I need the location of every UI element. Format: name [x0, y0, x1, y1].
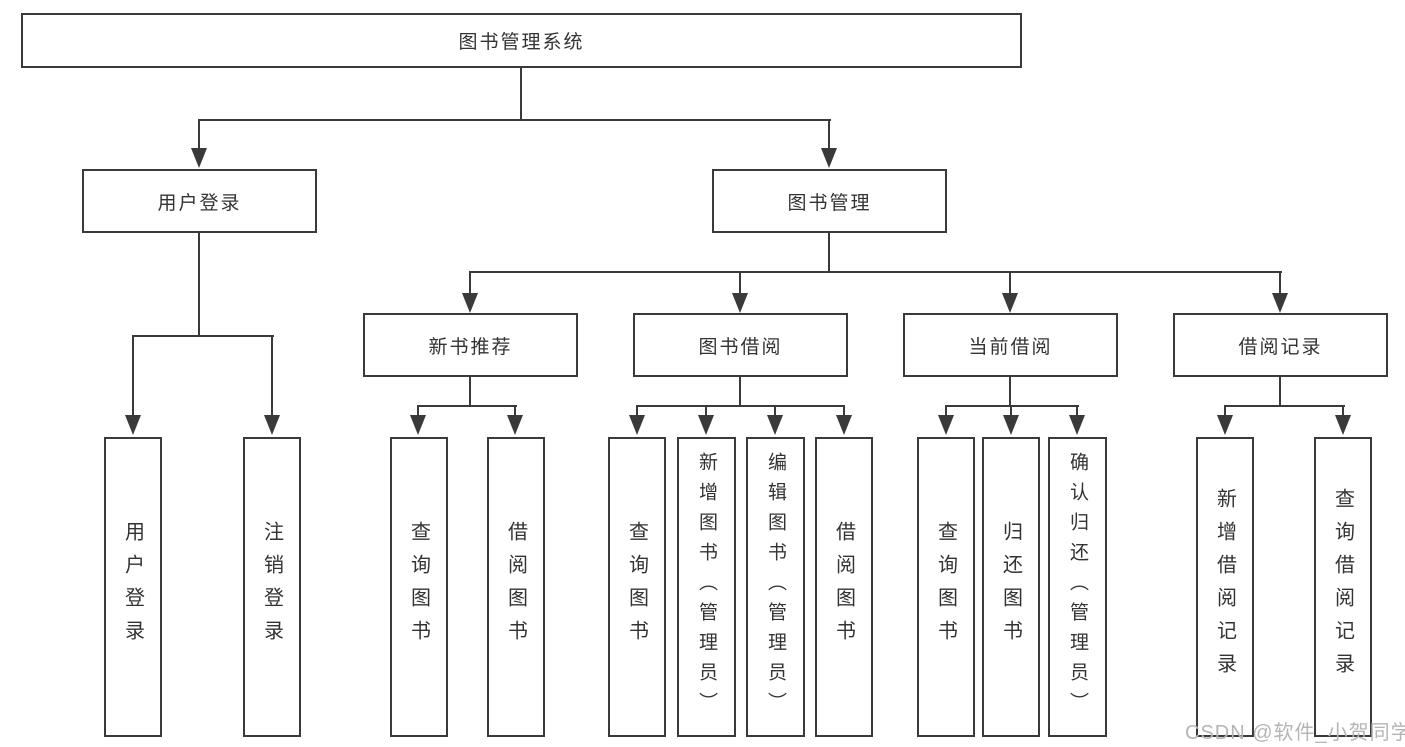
- node-new-book-recommend: 新书推荐: [363, 313, 578, 377]
- leaf-borrow-query-books: 查询图书: [608, 437, 666, 737]
- arrowhead-to-borrow-add: [698, 406, 714, 435]
- arrowhead-to-records-query: [1335, 406, 1351, 435]
- arrowhead-to-user-login: [191, 120, 207, 168]
- arrowhead-to-newbook-borrow: [507, 406, 523, 435]
- arrowhead-to-borrowing-records: [1272, 272, 1288, 313]
- leaf-current-return-books: 归还图书: [982, 437, 1040, 737]
- connector-mgmt-splitter: [469, 271, 1282, 273]
- leaf-current-confirm-return-admin: 确认归还（管理员）: [1048, 437, 1107, 737]
- connector-mgmt-stub: [828, 233, 830, 272]
- node-borrowing-records: 借阅记录: [1173, 313, 1388, 377]
- connector-root-stub: [520, 68, 522, 120]
- leaf-borrow-borrow-books: 借阅图书: [815, 437, 873, 737]
- node-new-book-recommend-label: 新书推荐: [428, 336, 513, 358]
- node-user-login-label: 用户登录: [157, 192, 242, 214]
- connector-root-splitter: [198, 119, 831, 121]
- arrowhead-to-book-borrowing: [732, 272, 748, 313]
- leaf-borrow-add-books-admin: 新增图书（管理员）: [677, 437, 736, 737]
- leaf-user-login-label: 用户登录: [121, 521, 144, 653]
- node-root-label: 图书管理系统: [458, 32, 585, 53]
- connector-records-splitter: [1224, 405, 1345, 407]
- leaf-newbook-borrow-books: 借阅图书: [487, 437, 545, 737]
- node-book-management: 图书管理: [712, 169, 947, 233]
- connector-login-stub: [198, 233, 200, 336]
- node-current-borrowing-label: 当前借阅: [968, 336, 1053, 358]
- connector-current-stub: [1009, 377, 1011, 406]
- arrowhead-to-current-borrowing: [1002, 272, 1018, 313]
- connector-current-splitter: [945, 405, 1079, 407]
- leaf-borrow-add-books-admin-label: 新增图书（管理员）: [696, 452, 717, 722]
- leaf-current-query-books: 查询图书: [917, 437, 975, 737]
- connector-login-splitter: [132, 335, 274, 337]
- watermark: CSDN @软件_小贺同学: [1185, 722, 1405, 744]
- connector-newbook-splitter: [417, 405, 517, 407]
- leaf-records-add-record-label: 新增借阅记录: [1213, 488, 1236, 686]
- node-root: 图书管理系统: [21, 13, 1022, 68]
- leaf-borrow-query-books-label: 查询图书: [625, 521, 648, 653]
- arrowhead-to-book-management: [821, 120, 837, 168]
- leaf-current-query-books-label: 查询图书: [934, 521, 957, 653]
- leaf-user-login: 用户登录: [104, 437, 162, 737]
- leaf-current-confirm-return-admin-label: 确认归还（管理员）: [1067, 452, 1088, 722]
- leaf-newbook-query-books-label: 查询图书: [407, 521, 430, 653]
- leaf-borrow-edit-books-admin-label: 编辑图书（管理员）: [765, 452, 786, 722]
- arrowhead-to-current-query: [938, 406, 954, 435]
- arrowhead-to-borrow-borrow: [836, 406, 852, 435]
- connector-borrow-stub: [739, 377, 741, 406]
- leaf-records-add-record: 新增借阅记录: [1196, 437, 1254, 737]
- node-user-login: 用户登录: [82, 169, 317, 233]
- leaf-borrow-borrow-books-label: 借阅图书: [832, 521, 855, 653]
- node-book-borrowing-label: 图书借阅: [698, 336, 783, 358]
- arrowhead-to-newbook-query: [410, 406, 426, 435]
- arrowhead-to-current-confirm: [1069, 406, 1085, 435]
- node-borrowing-records-label: 借阅记录: [1238, 336, 1323, 358]
- leaf-newbook-query-books: 查询图书: [390, 437, 448, 737]
- arrowhead-to-new-book: [462, 272, 478, 313]
- leaf-newbook-borrow-books-label: 借阅图书: [504, 521, 527, 653]
- connector-borrow-splitter: [636, 405, 845, 407]
- arrowhead-to-leaf-logout: [264, 336, 280, 435]
- node-current-borrowing: 当前借阅: [903, 313, 1118, 377]
- leaf-current-return-books-label: 归还图书: [999, 521, 1022, 653]
- leaf-records-query-record-label: 查询借阅记录: [1331, 488, 1354, 686]
- leaf-logout: 注销登录: [243, 437, 301, 737]
- arrowhead-to-borrow-query: [629, 406, 645, 435]
- arrowhead-to-borrow-edit: [767, 406, 783, 435]
- leaf-logout-label: 注销登录: [260, 521, 283, 653]
- leaf-borrow-edit-books-admin: 编辑图书（管理员）: [746, 437, 805, 737]
- leaf-records-query-record: 查询借阅记录: [1314, 437, 1372, 737]
- node-book-management-label: 图书管理: [787, 192, 872, 214]
- arrowhead-to-records-add: [1217, 406, 1233, 435]
- arrowhead-to-current-return: [1003, 406, 1019, 435]
- arrowhead-to-leaf-user-login: [125, 336, 141, 435]
- connector-newbook-stub: [469, 377, 471, 406]
- node-book-borrowing: 图书借阅: [633, 313, 848, 377]
- connector-records-stub: [1279, 377, 1281, 406]
